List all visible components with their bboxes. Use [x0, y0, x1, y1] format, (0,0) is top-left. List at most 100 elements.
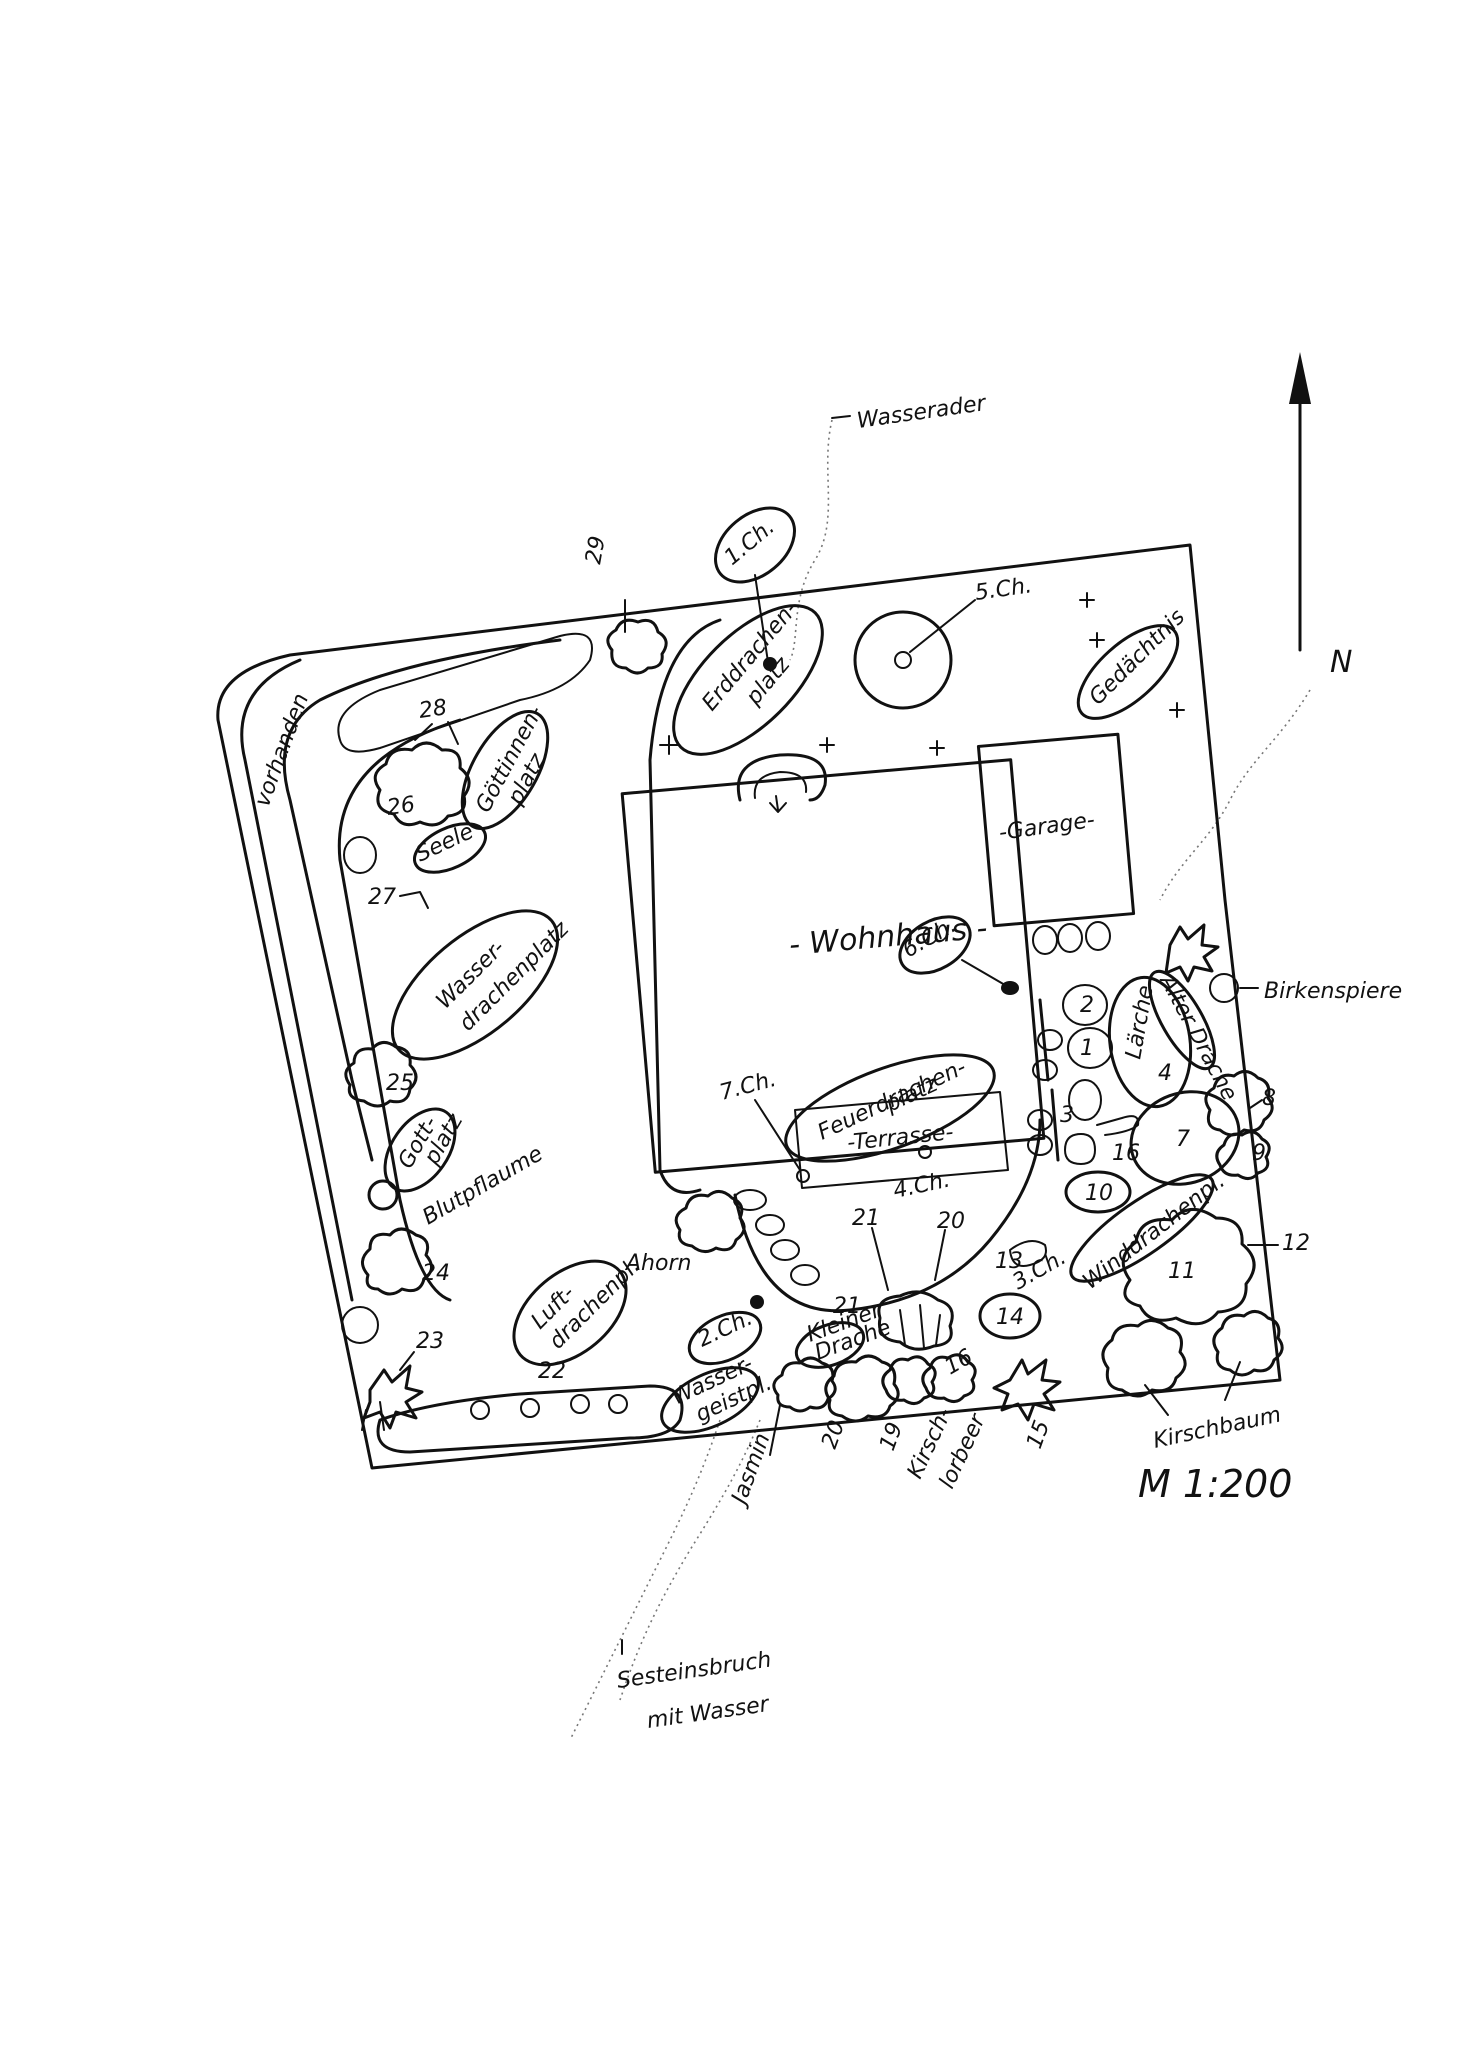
jasmine-label: Jasmin: [726, 1430, 776, 1511]
north-arrow-head: [1289, 352, 1311, 404]
label-3: 3: [1060, 1103, 1074, 1128]
terrace-curve: [733, 1118, 1042, 1313]
label-25: 25: [386, 1071, 414, 1096]
tree-11: [1121, 1208, 1256, 1326]
cherry-laurel-shrub: [921, 1353, 977, 1403]
existing-hedge-label: vorhanden: [250, 690, 314, 810]
water-vein-right: [1159, 689, 1311, 901]
chakra-2-marker: [750, 1295, 764, 1309]
fire-dragon-place: [784, 1053, 996, 1163]
jasmine-shrub: [772, 1356, 837, 1413]
tree-29-label: 29: [581, 534, 610, 566]
chakra-4-marker: [918, 1145, 932, 1159]
shrub-23-stems: [361, 1401, 385, 1431]
bed-10: [1064, 1170, 1132, 1214]
shrub-1: [1067, 1027, 1113, 1069]
left-path-curve: [337, 718, 462, 1302]
maple-label: Ahorn: [624, 1251, 691, 1276]
water-vein-lower-2: [619, 1419, 761, 1701]
chakra-4-label: 4.Ch.: [891, 1168, 952, 1204]
chakra-7-marker: [796, 1169, 810, 1183]
quarry-label-line2: mit Wasser: [645, 1692, 772, 1734]
quarry-label-line1: Sesteinsbruch: [615, 1648, 773, 1694]
label-23: 23: [416, 1329, 444, 1354]
label-21: 21: [833, 1294, 861, 1319]
label-2: 2: [1080, 993, 1094, 1018]
chakra-7-label: 7.Ch.: [717, 1067, 779, 1106]
plot-boundary: [216, 543, 1282, 1470]
label-27: 27: [368, 885, 396, 910]
label-17: 19: [875, 1419, 908, 1454]
chakra-1-label: 1.Ch.: [720, 515, 780, 571]
label-11: 11: [1168, 1259, 1196, 1284]
little-dragon-place: [794, 1321, 866, 1369]
entrance-arrow: [769, 795, 787, 813]
chakra-5-pointer: [909, 599, 976, 653]
shrub-18: [824, 1354, 900, 1423]
cherry-tree-pointers: [1144, 1361, 1241, 1416]
water-vein-lower: [569, 1419, 721, 1741]
stone-27: [343, 836, 377, 874]
label-20-pointer: [871, 1227, 889, 1291]
label-23-pointer: [399, 1351, 415, 1371]
water-vein-line: [789, 419, 833, 661]
garage-outline: [976, 732, 1136, 928]
shrub-8: [1204, 1070, 1274, 1137]
label-24: 24: [422, 1261, 450, 1286]
label-12: 12: [1282, 1231, 1310, 1256]
larch-label: Lärche: [1121, 983, 1159, 1061]
shrub-23: [362, 1364, 424, 1430]
label-4: 4: [1158, 1061, 1172, 1086]
bloodplum-tree: [367, 1179, 399, 1211]
shrub-2: [1062, 984, 1108, 1026]
memorial-place: [1076, 624, 1180, 720]
fountain-cluster: [877, 1290, 954, 1351]
label-13: 13: [995, 1249, 1023, 1274]
chakra-5-label: 5.Ch.: [973, 573, 1033, 606]
top-left-shrub-strip: [337, 632, 593, 753]
goddess-place: [460, 709, 550, 831]
chakra-6-marker: [1001, 981, 1019, 995]
right-bed-border: [1038, 998, 1060, 1162]
label-28-pointer: [414, 721, 459, 745]
chakra-6-ellipse: [898, 915, 972, 975]
tree-29: 29: [581, 534, 668, 675]
shrub-15: [992, 1358, 1062, 1422]
existing-hedge-inner: [282, 638, 562, 1162]
label-1: 1: [1080, 1036, 1094, 1061]
shrub-14: [978, 1292, 1042, 1340]
label-20: 21: [852, 1206, 880, 1231]
earth-dragon-place: [672, 604, 824, 756]
tree-24: [361, 1227, 433, 1296]
bench-16: [1096, 1115, 1140, 1136]
shrub-13: [1009, 1240, 1047, 1267]
tree-26: [373, 741, 471, 827]
water-vein-tick: [831, 415, 851, 419]
cherry-tree-a: [1101, 1319, 1187, 1398]
birch-spiraea-shrub: [1209, 973, 1239, 1003]
label-15: 15: [1022, 1417, 1055, 1452]
label-19: 20: [937, 1209, 965, 1234]
terrace-outline: [794, 1091, 1009, 1189]
water-dragon-place: [390, 909, 560, 1061]
chakra-7-pointer: [754, 1099, 801, 1171]
gravel-marks: [659, 592, 1185, 756]
shrub-17: [881, 1355, 937, 1405]
label-26: 26: [385, 792, 416, 821]
label-16-lower: 16: [941, 1345, 978, 1381]
bottom-strip: [376, 1384, 684, 1454]
label-14: 14: [996, 1305, 1024, 1330]
label-28: 28: [417, 695, 448, 724]
old-dragon-place: [1148, 969, 1216, 1071]
chakra-5-circle: [853, 610, 953, 710]
tool-27: [399, 891, 429, 909]
earth-dragon-marker: [763, 657, 777, 671]
existing-hedge-outer: [240, 658, 354, 1302]
birch-spiraea-label: Birkenspiere: [1264, 979, 1402, 1004]
jasmine-pointer: [769, 1404, 781, 1456]
house-outline: [620, 758, 1046, 1174]
stone-near-24: [341, 1306, 379, 1344]
label-8-pointer: [1249, 1099, 1263, 1109]
